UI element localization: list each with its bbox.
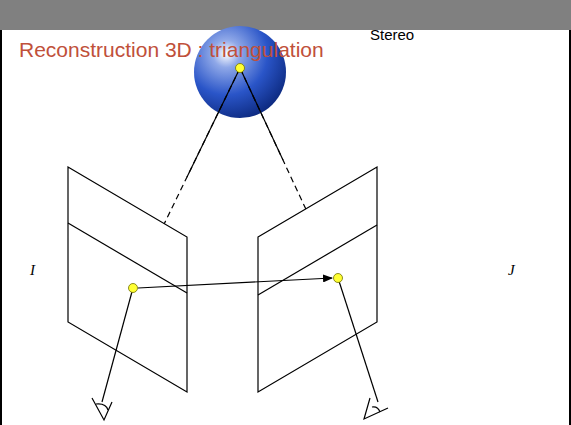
image-label: I [30,262,35,279]
note-text: Stereo [370,27,414,44]
top-bar [0,0,571,30]
image-plane [68,167,187,392]
image-plane [258,167,377,392]
slide-title: Reconstruction 3D : triangulation [19,38,324,61]
eye-symbol [92,398,388,420]
image-label: J [508,262,515,279]
